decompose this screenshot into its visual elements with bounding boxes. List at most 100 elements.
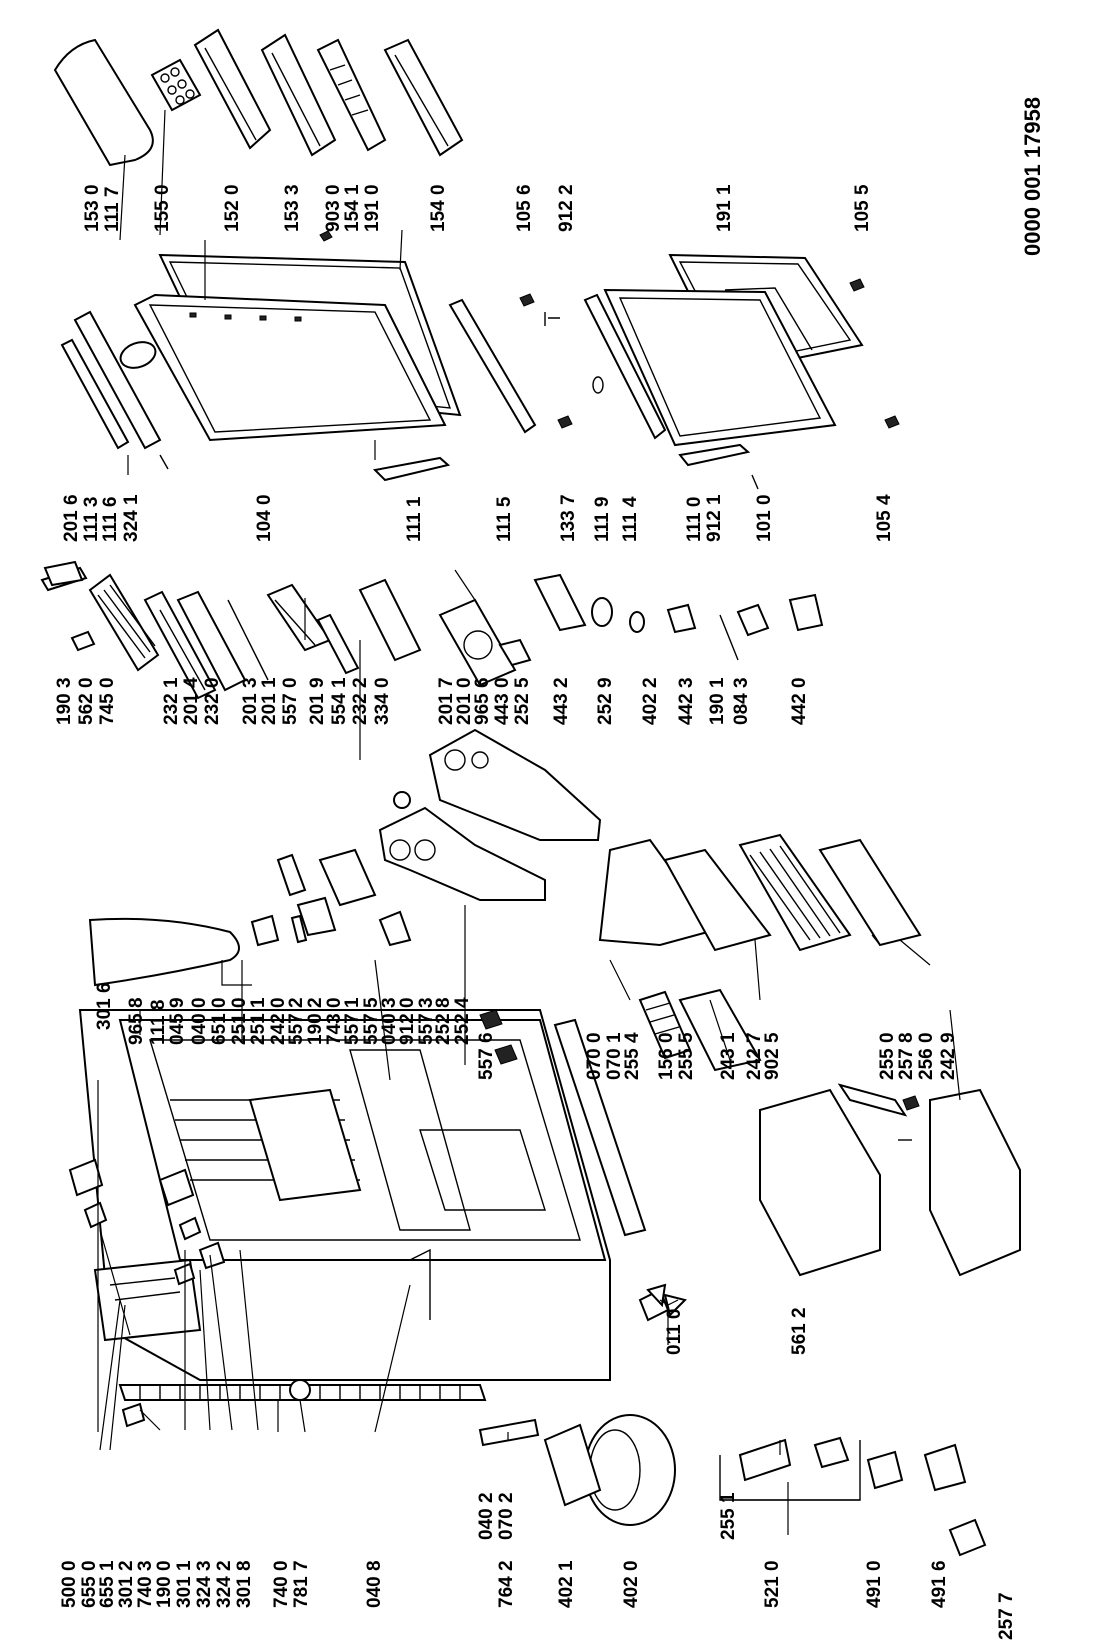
document-number: 0000 001 17958 — [1020, 97, 1045, 256]
door-strip-1115 — [448, 298, 537, 434]
part-label: 201 9 — [307, 677, 328, 725]
part-label: 040 8 — [364, 1560, 385, 1608]
part-label: 111 4 — [620, 496, 641, 542]
part-label: 252 9 — [595, 677, 616, 725]
part-label: 301 8 — [234, 1560, 255, 1608]
part-label: 105 5 — [852, 184, 873, 232]
shelf-2554 — [598, 838, 717, 947]
part-label: 561 2 — [789, 1307, 810, 1355]
part-label: 443 0 — [492, 677, 513, 725]
part-label: 651 0 — [209, 997, 230, 1045]
cabinet-front-strip — [93, 1258, 202, 1342]
small-parts-top — [159, 230, 900, 490]
part-label: 256 0 — [916, 1032, 937, 1080]
relay-4021 — [543, 1423, 602, 1507]
part-label: 301 6 — [94, 982, 115, 1030]
fan-housing-5576 — [378, 806, 546, 901]
part-label: 111 5 — [494, 496, 515, 542]
part-label: 324 3 — [194, 1560, 215, 1608]
part-label: 070 1 — [604, 1032, 625, 1080]
part-label: 201 1 — [259, 677, 280, 725]
drawer-2429 — [929, 1088, 1021, 1277]
part-label: 912 1 — [704, 494, 725, 542]
freezer-strip-1114 — [583, 293, 667, 440]
part-label: 251 1 — [248, 997, 269, 1045]
part-label: 104 0 — [254, 494, 275, 542]
part-label: 190 2 — [305, 997, 326, 1045]
fan-0110 — [646, 1283, 687, 1317]
part-label: 040 2 — [476, 1492, 497, 1540]
part-label: 111 6 — [100, 497, 121, 542]
part-label: 655 0 — [79, 1560, 100, 1608]
part-label: 252 5 — [512, 677, 533, 725]
part-label: 153 0 — [82, 184, 103, 232]
cover-0700 — [553, 1018, 647, 1237]
part-label: 242 7 — [744, 1032, 765, 1080]
part-label: 111 9 — [592, 497, 613, 542]
part-label: 500 0 — [59, 1560, 80, 1608]
part-label: 781 7 — [291, 1560, 312, 1608]
part-label: 101 0 — [754, 494, 775, 542]
part-label: 255 4 — [622, 1032, 643, 1080]
leader-lines — [97, 109, 961, 1535]
bracket-2011 — [266, 583, 332, 652]
door-shelf-1540 — [383, 38, 464, 157]
part-label: 521 0 — [762, 1560, 783, 1608]
part-label: 965 6 — [472, 677, 493, 725]
part-label: 242 0 — [268, 997, 289, 1045]
part-label: 201 6 — [61, 494, 82, 542]
part-label: 190 1 — [707, 677, 728, 725]
part-label: 557 1 — [342, 997, 363, 1045]
cabinet — [78, 1009, 611, 1381]
part-label: 191 0 — [362, 184, 383, 232]
fridge-door-1040 — [133, 293, 447, 442]
part-label: 491 0 — [864, 1560, 885, 1608]
badge-1117 — [119, 341, 157, 369]
freezer-door-1010 — [603, 288, 837, 447]
part-label: 745 0 — [97, 677, 118, 725]
compressor-4020 — [584, 1414, 676, 1526]
shelf-2551 — [738, 833, 852, 952]
part-label: 111 8 — [148, 1000, 169, 1045]
part-label: 105 4 — [874, 494, 895, 542]
part-label: 111 1 — [404, 496, 425, 542]
part-label: 557 3 — [416, 997, 437, 1045]
part-label: 153 3 — [282, 184, 303, 232]
part-label: 154 0 — [428, 184, 449, 232]
part-label: 912 2 — [556, 184, 577, 232]
fan-housing-2525 — [428, 728, 602, 841]
part-label: 324 1 — [121, 494, 142, 542]
part-label: 764 2 — [496, 1560, 517, 1608]
part-label: 557 6 — [476, 1032, 497, 1080]
shelf-2555 — [663, 848, 772, 952]
part-label: 257 7 — [996, 1592, 1017, 1640]
part-label: 562 0 — [76, 677, 97, 725]
part-label: 402 1 — [556, 1560, 577, 1608]
door-shelf-1520 — [193, 28, 272, 150]
part-label: 557 0 — [280, 677, 301, 725]
fan-cover-2010 — [438, 573, 824, 687]
part-label: 045 9 — [167, 997, 188, 1045]
part-label: 252 8 — [433, 997, 454, 1045]
part-label: 070 0 — [584, 1032, 605, 1080]
part-label: 040 3 — [379, 997, 400, 1045]
part-label: 201 4 — [181, 677, 202, 725]
part-label: 740 3 — [135, 1560, 156, 1608]
part-label: 232 0 — [202, 677, 223, 725]
part-label: 201 7 — [436, 677, 457, 725]
part-label: 491 6 — [929, 1560, 950, 1608]
door-handle-1113 — [60, 310, 162, 450]
part-label: 105 6 — [514, 184, 535, 232]
part-label: 743 0 — [324, 997, 345, 1045]
egg-tray-1550 — [150, 58, 202, 112]
part-label: 133 7 — [558, 494, 579, 542]
relay-4910 — [866, 1450, 904, 1490]
part-label: 903 0 — [323, 184, 344, 232]
part-label: 402 0 — [621, 1560, 642, 1608]
part-label: 111 7 — [102, 187, 123, 232]
part-label: 301 1 — [174, 1560, 195, 1608]
part-label: 965 8 — [126, 997, 147, 1045]
